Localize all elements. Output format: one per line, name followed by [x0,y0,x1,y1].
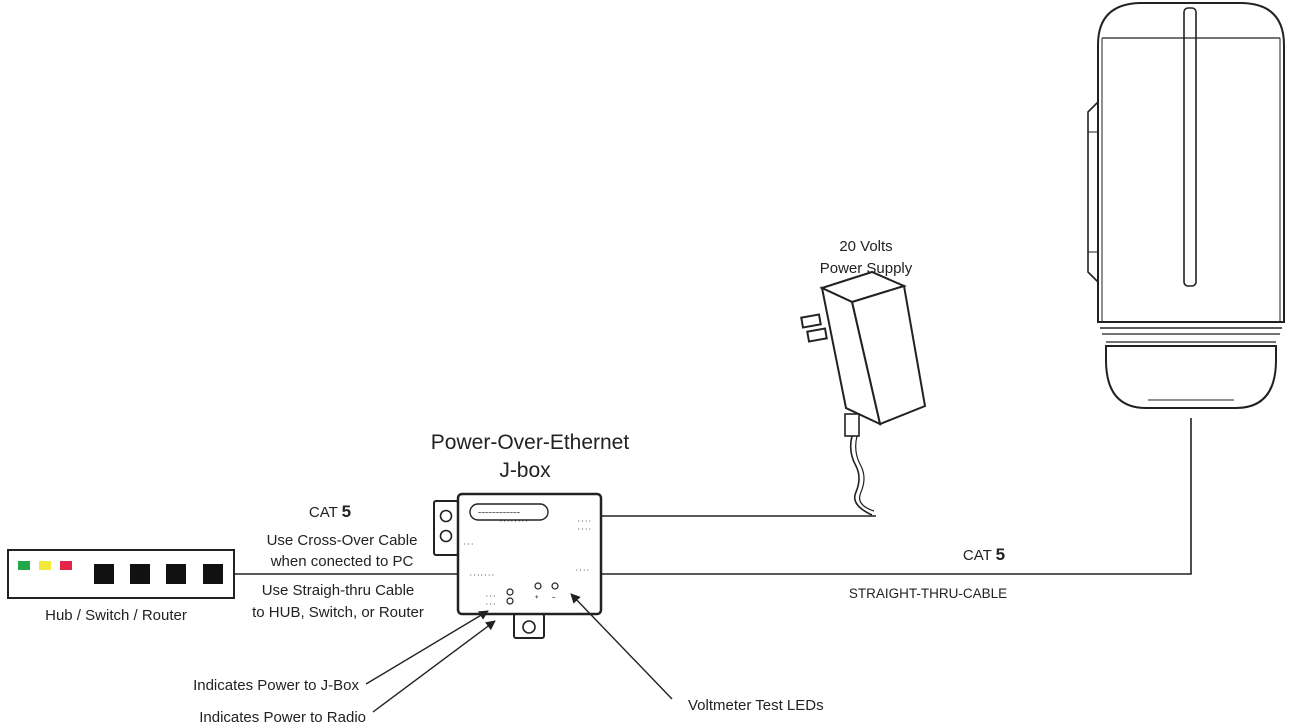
hub-port-2 [130,564,150,584]
left-cable-note-line3: Use Straigh-thru Cable [262,582,415,599]
outdoor-radio-unit [1087,2,1285,409]
svg-text:· · ·: · · · [486,602,495,608]
hub-led-1 [18,561,30,570]
right-cable-type-label: STRAIGHT-THRU-CABLE [849,586,1007,601]
power-supply-brick [800,270,927,516]
left-cable-note-line2: when conected to PC [270,553,414,570]
arrow-power-jbox [365,610,489,685]
svg-text:+: + [535,595,539,601]
jbox-device [433,492,603,639]
jbox-title-line1: Power-Over-Ethernet [431,431,630,454]
svg-text:· · · · · · ·: · · · · · · · [470,573,494,579]
hub-port-1 [94,564,114,584]
svg-text:· · · · · · · ·: · · · · · · · · [500,519,528,525]
svg-text:· · ·: · · · [464,542,473,548]
hub-led-3 [60,561,72,570]
svg-text:–: – [552,595,556,601]
cable-jbox-to-radio [601,418,1192,575]
svg-text:· · · ·: · · · · [576,568,589,574]
cables [234,418,1192,575]
callout-arrows [365,593,673,713]
callout-power-jbox: Indicates Power to J-Box [193,677,359,694]
left-cable-note-line4: to HUB, Switch, or Router [252,604,424,621]
svg-text:~~~~~~~~~~~~: ~~~~~~~~~~~~ [478,511,521,517]
callout-voltmeter: Voltmeter Test LEDs [688,697,824,714]
left-cable-note-line1: Use Cross-Over Cable [267,532,418,549]
hub-port-4 [203,564,223,584]
labels: Power-Over-Ethernet J-box 20 Volts Power… [45,238,1007,726]
right-cable-cat-label: CAT 5 [963,545,1005,564]
svg-text:· · · ·: · · · · [578,527,591,533]
jbox-title-line2: J-box [499,459,551,482]
jbox-markings: ~~~~~~~~~~~~ · · · · · · · · · · · · · ·… [464,511,591,608]
hub-led-2 [39,561,51,570]
left-cable-cat-label: CAT 5 [309,502,351,521]
power-supply-label-line2: Power Supply [820,260,913,277]
hub-label: Hub / Switch / Router [45,607,187,624]
svg-text:· · ·: · · · [486,594,495,600]
arrow-power-radio [372,620,496,713]
arrow-voltmeter [570,593,673,700]
hub-switch-router [7,549,235,599]
hub-port-3 [166,564,186,584]
callout-power-radio: Indicates Power to Radio [199,709,366,726]
power-supply-label-line1: 20 Volts [839,238,892,255]
svg-text:· · · ·: · · · · [578,519,591,525]
